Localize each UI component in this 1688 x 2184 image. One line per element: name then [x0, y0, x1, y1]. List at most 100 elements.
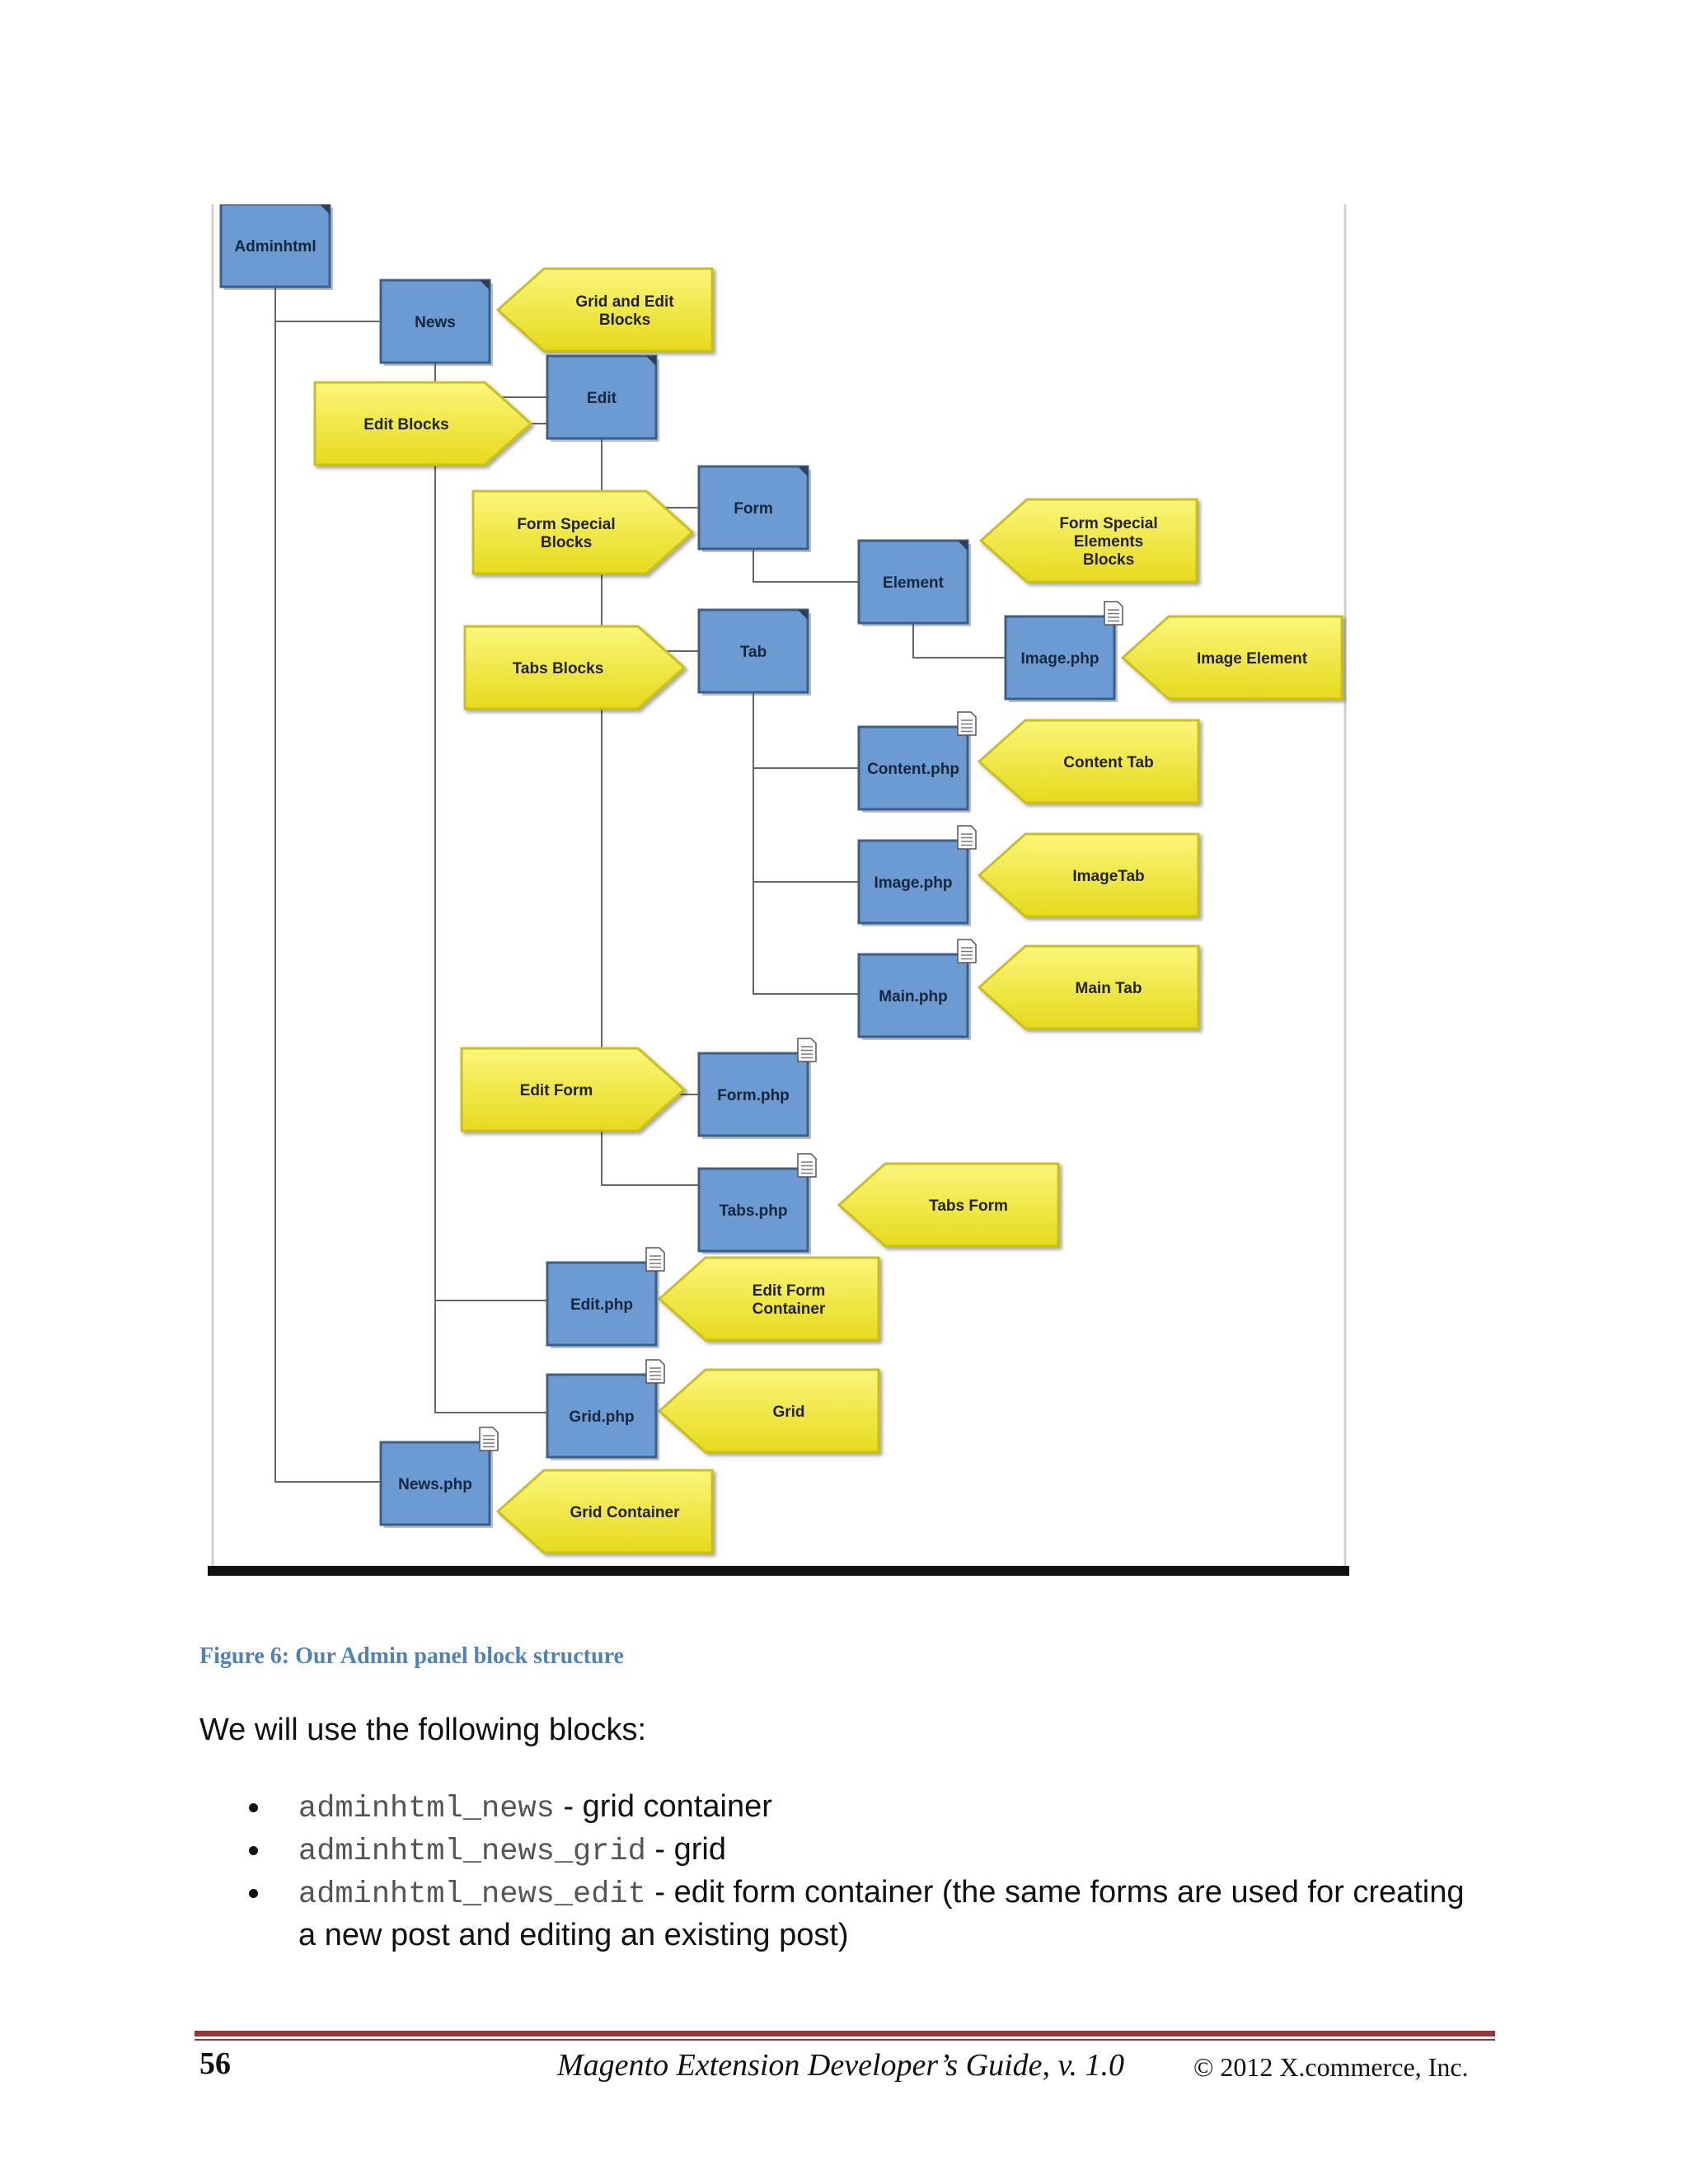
node-box	[379, 279, 491, 364]
callout-shape	[471, 490, 695, 575]
node-box	[697, 465, 809, 551]
callout-label: Edit Form	[753, 1282, 826, 1300]
node-label: News	[415, 314, 456, 331]
node-box	[857, 953, 969, 1038]
callout-6: Image Element	[1120, 615, 1343, 701]
node-label: Edit.php	[570, 1296, 633, 1314]
connector-line	[434, 363, 547, 1413]
block-code: adminhtml_news_grid	[298, 1835, 646, 1869]
block-description: - grid container	[554, 1789, 772, 1824]
block-node-1: Adminhtml	[219, 204, 333, 290]
callout-shape	[463, 625, 687, 710]
node-label: Form	[734, 500, 773, 518]
corner-fold-icon	[320, 204, 330, 214]
corner-fold-icon	[798, 466, 808, 476]
bullet-icon	[249, 1803, 258, 1812]
node-label: Edit	[587, 390, 617, 407]
callout-shape	[977, 944, 1200, 1030]
callout-label: Main Tab	[1076, 980, 1142, 997]
callout-label: Blocks	[599, 312, 650, 329]
connector-line	[753, 692, 859, 995]
bullet-icon	[249, 1846, 258, 1855]
connector-line	[753, 549, 859, 583]
file-icon	[957, 711, 977, 736]
callout-label: ImageTab	[1072, 868, 1144, 885]
block-node-6: Image.php	[1004, 601, 1123, 702]
block-node-13: Edit.php	[546, 1247, 665, 1348]
block-node-7: Tab	[697, 608, 811, 696]
callout-shape	[313, 381, 533, 466]
node-label: Tabs.php	[719, 1202, 787, 1220]
callout-label: Blocks	[541, 534, 592, 551]
callout-5: Tabs Blocks	[463, 625, 687, 710]
corner-fold-icon	[646, 356, 656, 366]
callout-10: Edit Form	[460, 1047, 687, 1132]
file-icon	[797, 1038, 817, 1062]
block-node-4: Form	[697, 465, 811, 552]
callout-label: Form Special	[1059, 515, 1157, 532]
block-node-12: Tabs.php	[697, 1153, 817, 1254]
corner-fold-icon	[958, 541, 968, 551]
footer-title: Magento Extension Developer’s Guide, v. …	[557, 2048, 1125, 2083]
file-icon	[645, 1359, 665, 1384]
callout-label: Tabs Blocks	[513, 660, 604, 677]
node-box	[857, 725, 969, 811]
page-number: 56	[199, 2046, 231, 2081]
callout-shape	[977, 719, 1200, 804]
footer-rule-thin	[195, 2039, 1495, 2041]
intro-text: We will use the following blocks:	[199, 1713, 647, 1747]
node-label: Content.php	[867, 761, 959, 778]
callout-shape	[657, 1368, 880, 1454]
node-box	[697, 1052, 809, 1137]
file-icon	[957, 939, 977, 963]
node-box	[546, 354, 658, 440]
figure-caption: Figure 6: Our Admin panel block structur…	[199, 1643, 624, 1669]
callout-8: ImageTab	[977, 832, 1200, 918]
block-list: adminhtml_news - grid container adminhtm…	[239, 1787, 1467, 1956]
node-box	[379, 1441, 491, 1526]
footer-rule-thick	[195, 2031, 1495, 2036]
callout-label: Elements	[1074, 533, 1143, 551]
node-label: News.php	[398, 1476, 472, 1493]
bullet-icon	[249, 1889, 258, 1898]
callout-label: Container	[753, 1301, 826, 1318]
node-box	[546, 1373, 658, 1459]
node-box	[857, 539, 969, 625]
connector-line	[274, 287, 381, 1483]
callout-label: Grid Container	[570, 1504, 680, 1521]
block-code: adminhtml_news	[298, 1792, 555, 1826]
list-item: adminhtml_news_grid - grid	[239, 1830, 1467, 1872]
block-node-14: Grid.php	[546, 1359, 665, 1460]
corner-fold-icon	[798, 610, 808, 620]
node-label: Image.php	[1020, 650, 1099, 668]
callout-label: Blocks	[1083, 551, 1134, 569]
callout-label: Form Special	[517, 516, 615, 533]
callout-shape	[495, 1469, 714, 1554]
callout-shape	[1120, 615, 1343, 701]
node-label: Form.php	[717, 1087, 790, 1104]
callout-label: Grid	[772, 1404, 804, 1421]
node-box	[546, 1261, 658, 1347]
file-icon	[479, 1427, 499, 1451]
node-box	[1004, 615, 1116, 701]
file-icon	[957, 825, 977, 850]
block-node-8: Content.php	[857, 711, 977, 813]
list-item: adminhtml_news_edit - edit form containe…	[239, 1872, 1467, 1956]
callout-label: Image Element	[1197, 650, 1308, 668]
file-icon	[1104, 601, 1123, 626]
block-node-2: News	[379, 279, 493, 366]
callout-9: Main Tab	[977, 944, 1200, 1030]
node-box	[697, 608, 809, 694]
file-icon	[797, 1153, 817, 1178]
callout-label: Content Tab	[1063, 754, 1153, 771]
callout-13: Grid	[657, 1368, 880, 1454]
node-box	[857, 839, 969, 925]
connector-line	[912, 623, 1006, 658]
block-description: - edit form container (the same forms ar…	[298, 1875, 1465, 1952]
block-node-15: News.php	[379, 1427, 499, 1528]
callout-11: Tabs Form	[837, 1162, 1060, 1248]
